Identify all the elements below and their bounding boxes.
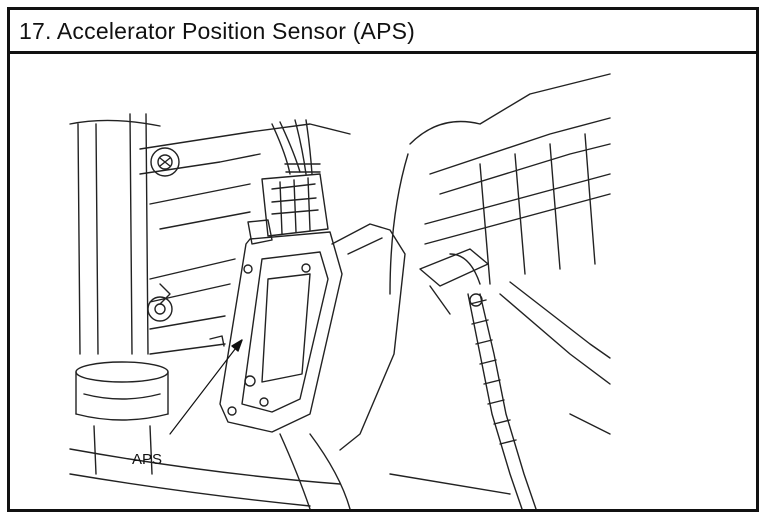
linkage-rod <box>419 248 611 509</box>
aps-callout-label: APS <box>132 451 162 468</box>
upper-bracket <box>139 123 351 230</box>
aps-sensor-body <box>209 231 343 433</box>
pipe-clamp <box>75 361 169 475</box>
wire-harness <box>271 119 321 175</box>
aps-callout-leader <box>169 339 243 435</box>
title-bar: 17. Accelerator Position Sensor (APS) <box>10 10 756 54</box>
pedal-arm <box>279 223 406 509</box>
mid-bracket <box>147 258 236 355</box>
figure-frame: 17. Accelerator Position Sensor (APS) <box>7 7 759 512</box>
diagram-area: APS <box>10 54 756 509</box>
page-title: 17. Accelerator Position Sensor (APS) <box>19 18 416 44</box>
engine-bay-drawing: APS <box>69 73 611 509</box>
sensor-connector <box>247 173 329 245</box>
firewall-panel <box>389 73 611 295</box>
floor-panel <box>69 413 611 507</box>
vertical-pipe <box>69 113 161 355</box>
